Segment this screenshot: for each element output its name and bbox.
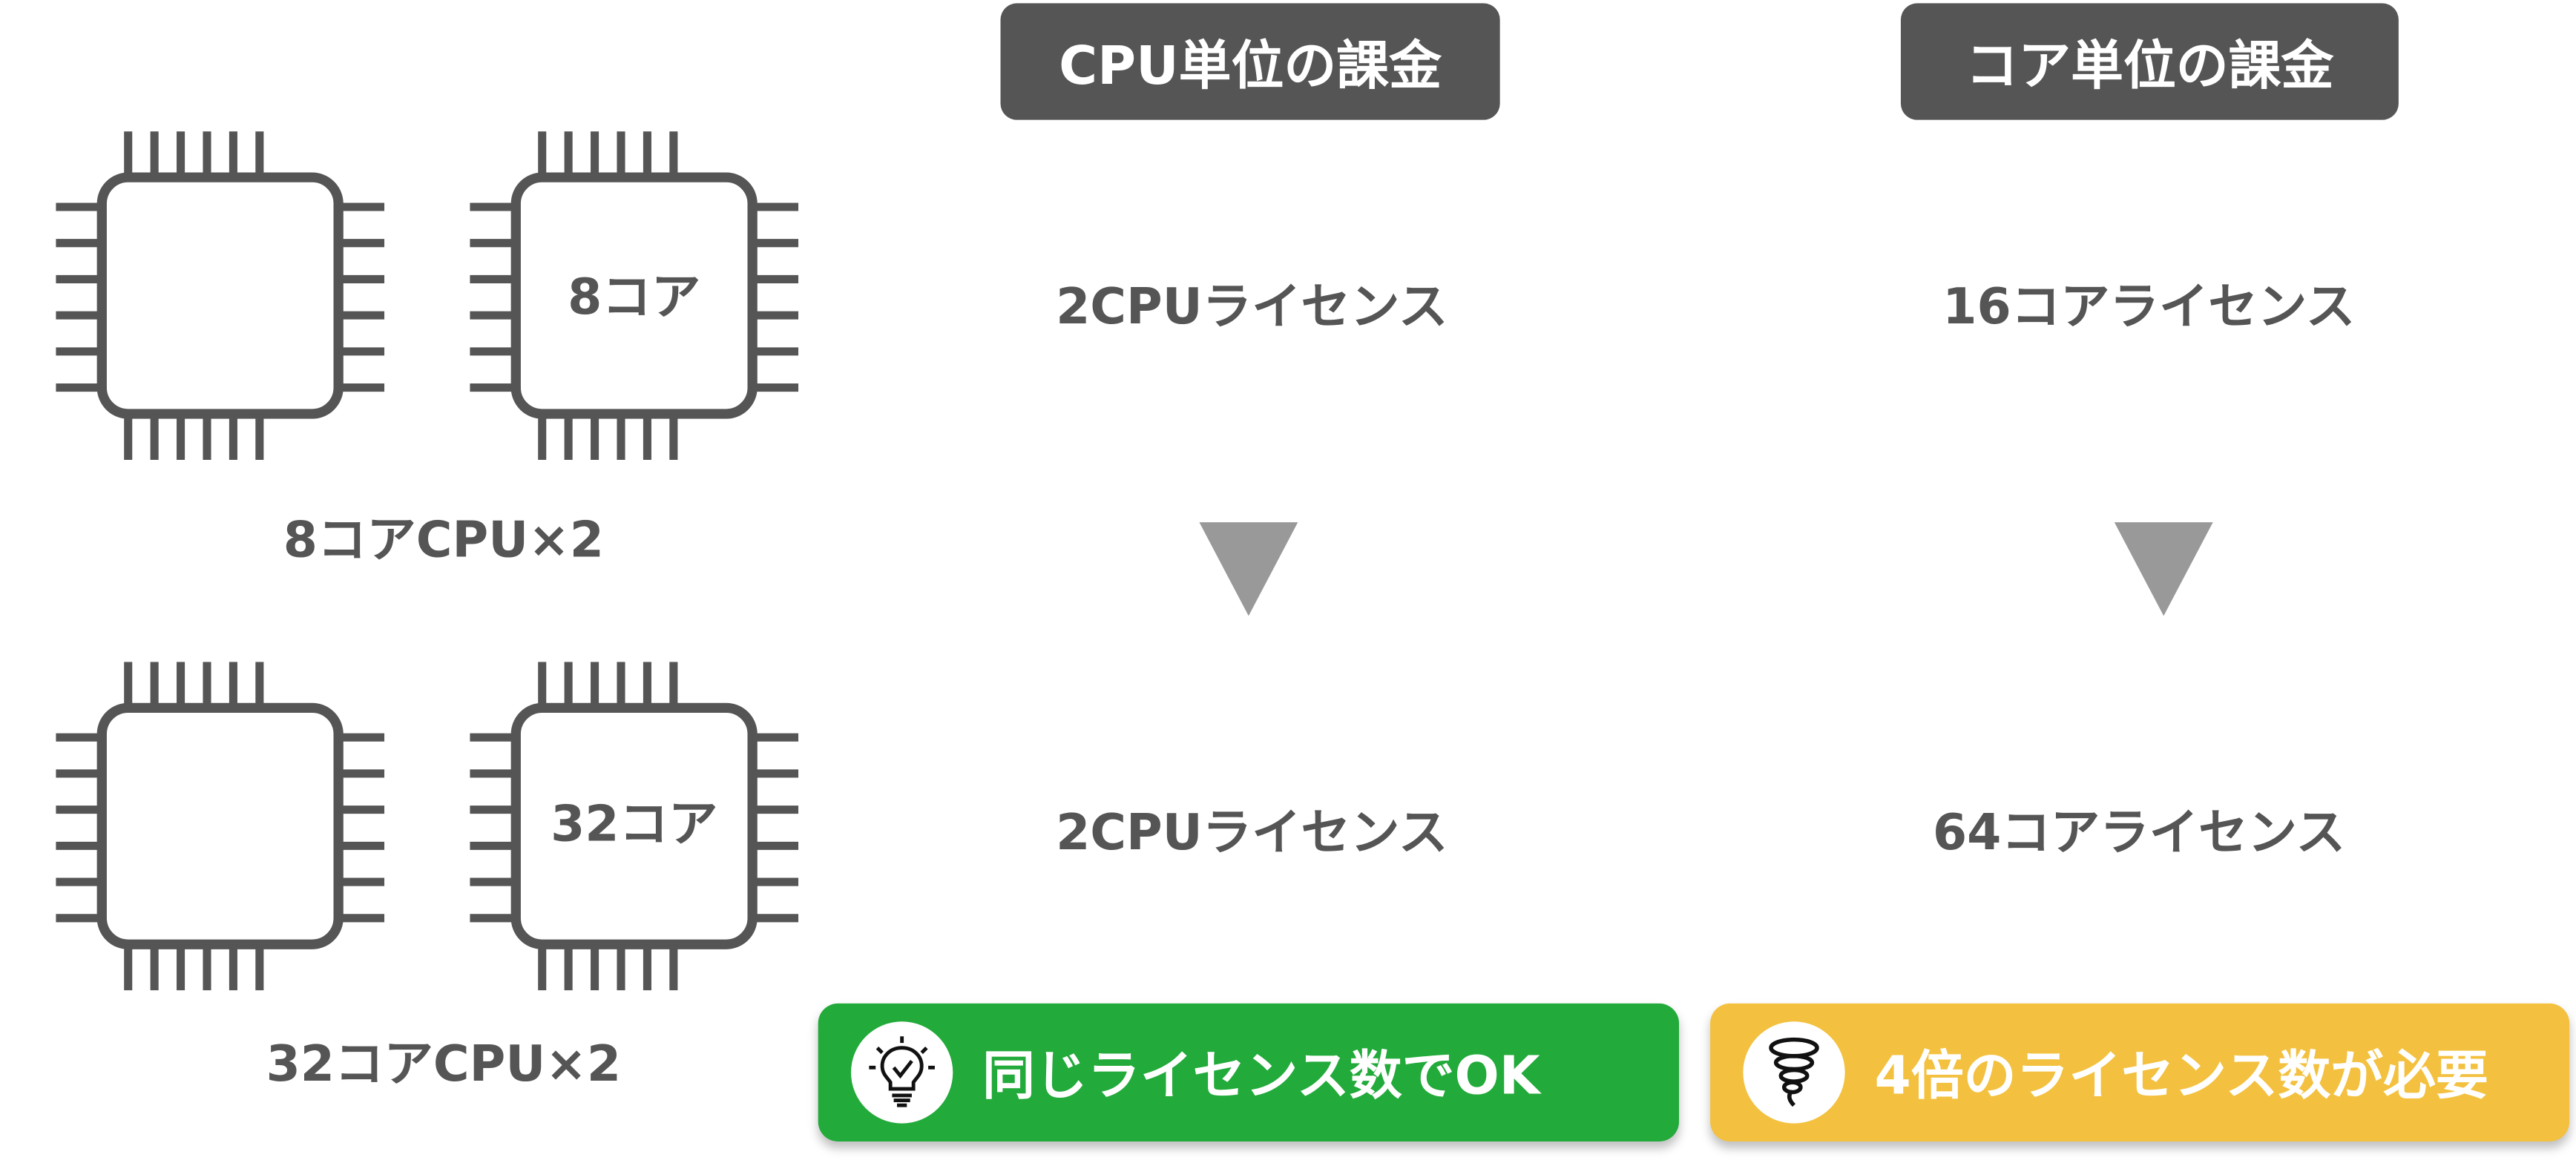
lightbulb-check-icon xyxy=(851,1021,953,1124)
down-arrow-icon xyxy=(2114,522,2213,616)
result-badge-more: 4倍のライセンス数が必要 xyxy=(1710,1003,2570,1141)
down-arrow-icon xyxy=(1199,522,1298,616)
cpu-config-caption: 8コアCPU×2 xyxy=(283,512,605,570)
cpu-billing-header: CPU単位の課金 xyxy=(1000,3,1500,120)
license-count-after: 2CPUライセンス xyxy=(1056,805,1448,863)
tornado-icon xyxy=(1743,1021,1845,1124)
cpu-chip-icon xyxy=(470,131,799,461)
result-text: 4倍のライセンス数が必要 xyxy=(1874,1044,2488,1107)
license-count-before: 2CPUライセンス xyxy=(1056,279,1448,337)
core-billing-header: コア単位の課金 xyxy=(1900,3,2399,120)
cpu-chip-icon xyxy=(470,662,799,991)
cpu-chip-icon xyxy=(56,662,385,991)
core-count-label: 32コア xyxy=(551,796,718,854)
core-count-label: 8コア xyxy=(568,269,701,327)
cpu-config-caption: 32コアCPU×2 xyxy=(266,1036,622,1094)
cpu-chip-icon xyxy=(56,131,385,461)
license-count-after: 64コアライセンス xyxy=(1932,805,2346,863)
result-badge-same: 同じライセンス数でOK xyxy=(818,1003,1680,1141)
license-count-before: 16コアライセンス xyxy=(1942,279,2356,337)
result-text: 同じライセンス数でOK xyxy=(982,1044,1540,1107)
